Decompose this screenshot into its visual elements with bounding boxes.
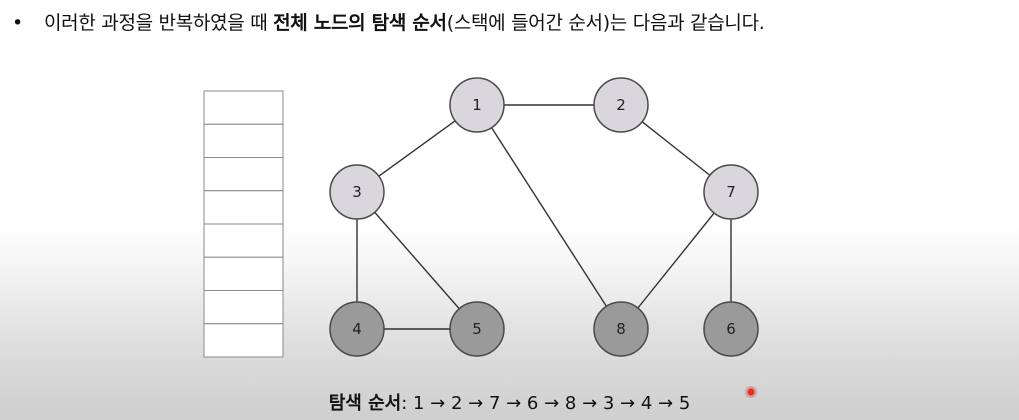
node-8: 8 <box>593 301 649 357</box>
bullet-point: • <box>12 12 23 34</box>
node-label: 8 <box>616 320 626 338</box>
node-7: 7 <box>703 164 759 220</box>
pointer-dot <box>745 386 757 398</box>
node-3: 3 <box>329 164 385 220</box>
node-circle <box>449 77 505 133</box>
stack-cell <box>203 323 284 358</box>
header-text-bold: 전체 노드의 탐색 순서 <box>273 12 447 34</box>
node-2: 2 <box>593 77 649 133</box>
stack-container <box>203 90 284 358</box>
edge-1-8 <box>476 104 622 330</box>
header-text-before: 이러한 과정을 반복하였을 때 <box>44 12 274 34</box>
node-label: 6 <box>726 320 736 338</box>
header-text-after: (스택에 들어간 순서)는 다음과 같습니다. <box>446 12 765 34</box>
node-label: 2 <box>616 96 626 114</box>
node-circle <box>703 164 759 220</box>
traversal-order: 탐색 순서: 1 → 2 → 7 → 6 → 8 → 3 → 4 → 5 <box>0 392 1019 416</box>
node-4: 4 <box>329 301 385 357</box>
node-circle <box>329 164 385 220</box>
node-6: 6 <box>703 301 759 357</box>
node-label: 4 <box>352 320 362 338</box>
stack-cell <box>203 223 284 258</box>
node-1: 1 <box>449 77 505 133</box>
bullet-line: • 이러한 과정을 반복하였을 때 전체 노드의 탐색 순서(스택에 들어간 순서… <box>12 8 765 38</box>
node-label: 5 <box>472 320 482 338</box>
edge-7-8 <box>620 191 732 330</box>
stack-cell <box>203 290 284 325</box>
node-label: 7 <box>726 183 736 201</box>
graph-edges <box>356 104 732 330</box>
node-circle <box>593 301 649 357</box>
stack-cell <box>203 123 284 158</box>
edge-3-5 <box>356 191 478 330</box>
stack-cell <box>203 90 284 125</box>
stack-cell <box>203 256 284 291</box>
node-circle <box>329 301 385 357</box>
node-circle <box>449 301 505 357</box>
stack-cell <box>203 157 284 192</box>
stack-cell <box>203 190 284 225</box>
node-circle <box>593 77 649 133</box>
graph-nodes: 1 2 3 7 4 5 8 6 <box>329 77 759 357</box>
node-circle <box>703 301 759 357</box>
node-5: 5 <box>449 301 505 357</box>
node-label: 1 <box>472 96 482 114</box>
node-label: 3 <box>352 183 362 201</box>
traversal-order-label: 탐색 순서 <box>328 393 402 414</box>
traversal-order-sequence: : 1 → 2 → 7 → 6 → 8 → 3 → 4 → 5 <box>401 393 691 414</box>
